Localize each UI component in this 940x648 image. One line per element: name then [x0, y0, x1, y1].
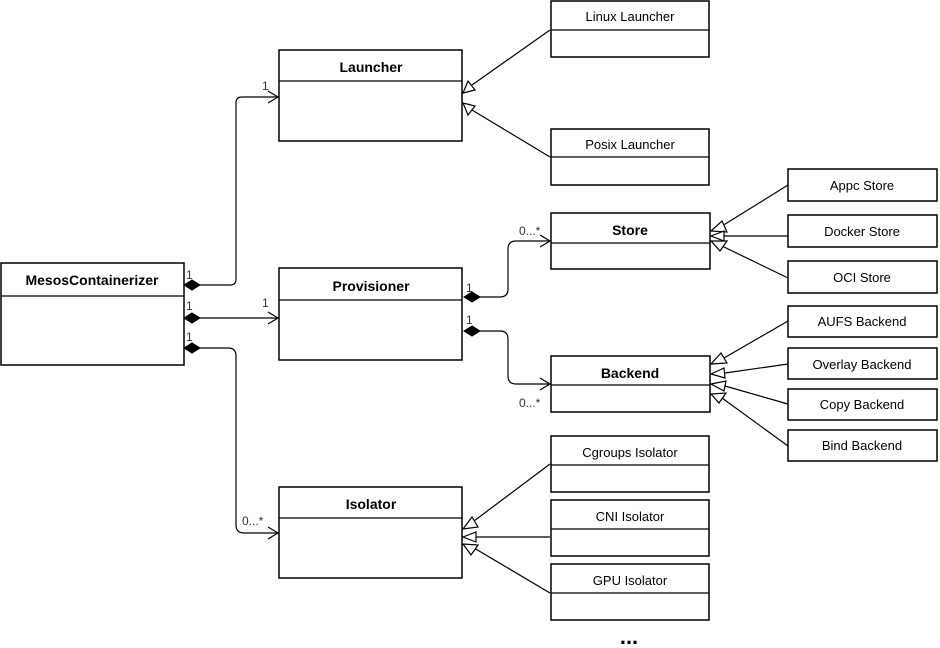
inheritance-arrow: [709, 392, 728, 404]
class-name: Launcher: [339, 59, 403, 75]
class-backend[interactable]: Backend: [550, 355, 711, 413]
inheritance-arrow: [709, 351, 729, 365]
class-oci-store[interactable]: OCI Store: [787, 260, 938, 294]
class-name: Appc Store: [830, 178, 894, 193]
multiplicity-label: 1: [186, 299, 193, 313]
class-docker-store[interactable]: Docker Store: [787, 214, 938, 248]
generalization-posix-launcher: [471, 109, 551, 158]
more-indicator: ...: [620, 624, 638, 648]
class-name: CNI Isolator: [596, 509, 665, 524]
generalization-aufs-backend: [723, 320, 789, 359]
multiplicity-label: 0...*: [519, 224, 541, 238]
inheritance-arrow: [461, 531, 477, 543]
generalization-appc-store: [721, 184, 789, 227]
inheritance-arrow: [461, 79, 477, 94]
multiplicity-label: 0...*: [519, 396, 541, 410]
class-overlay-backend[interactable]: Overlay Backend: [787, 347, 938, 380]
class-name: Store: [612, 222, 648, 238]
inheritance-arrow: [709, 230, 725, 242]
class-mesos-containerizer[interactable]: MesosContainerizer: [0, 262, 185, 366]
inheritance-arrow: [709, 240, 729, 252]
class-cni-isolator[interactable]: CNI Isolator: [550, 499, 710, 557]
class-store[interactable]: Store: [550, 212, 711, 270]
class-name: Provisioner: [332, 278, 410, 294]
generalization-linux-launcher: [471, 29, 551, 86]
class-name: Overlay Backend: [813, 357, 912, 372]
edge-containerizer-isolator: [183, 342, 280, 540]
class-name: Bind Backend: [822, 438, 902, 453]
multiplicity-label: 0...*: [242, 514, 264, 528]
generalization-oci-store: [721, 245, 789, 279]
class-name: Cgroups Isolator: [582, 445, 678, 460]
class-linux-launcher[interactable]: Linux Launcher: [550, 0, 710, 58]
inheritance-arrow: [461, 543, 480, 557]
arrowhead: [267, 526, 280, 540]
class-bind-backend[interactable]: Bind Backend: [787, 429, 938, 462]
generalization-cgroups-isolator: [473, 463, 551, 522]
inheritance-arrow: [709, 220, 728, 233]
inheritance-arrow: [709, 367, 726, 379]
class-name: Copy Backend: [820, 397, 905, 412]
composition-diamond: [463, 325, 481, 337]
edge-provisioner-backend: [463, 325, 552, 391]
edge-containerizer-provisioner: [183, 311, 280, 325]
class-name: AUFS Backend: [818, 314, 907, 329]
multiplicity-label: 1: [262, 296, 269, 310]
multiplicity-label: 1: [466, 281, 473, 295]
class-name: GPU Isolator: [593, 573, 668, 588]
class-cgroups-isolator[interactable]: Cgroups Isolator: [550, 435, 710, 493]
composition-diamond: [183, 279, 201, 291]
class-launcher[interactable]: Launcher: [278, 49, 463, 142]
class-posix-launcher[interactable]: Posix Launcher: [550, 128, 710, 186]
arrowhead: [267, 90, 280, 104]
generalization-overlay-backend: [724, 363, 789, 374]
composition-diamond: [463, 291, 481, 303]
generalization-copy-backend: [724, 385, 789, 405]
multiplicity-label: 1: [262, 79, 269, 93]
class-name: Linux Launcher: [586, 9, 676, 24]
inheritance-arrow: [461, 102, 477, 117]
arrowhead: [267, 311, 280, 325]
arrowhead: [539, 234, 552, 248]
inheritance-arrow: [461, 515, 479, 530]
multiplicity-label: 1: [186, 268, 193, 282]
class-name: OCI Store: [833, 270, 891, 285]
class-aufs-backend[interactable]: AUFS Backend: [787, 305, 938, 338]
class-name: Docker Store: [824, 224, 900, 239]
arrowhead: [539, 377, 552, 391]
multiplicity-label: 1: [466, 313, 473, 327]
class-name: Posix Launcher: [585, 137, 675, 152]
inheritance-arrow: [709, 380, 727, 392]
class-gpu-isolator[interactable]: GPU Isolator: [550, 563, 710, 621]
class-copy-backend[interactable]: Copy Backend: [787, 388, 938, 421]
multiplicity-label: 1: [186, 330, 193, 344]
class-name: Isolator: [346, 496, 397, 512]
class-name: Backend: [601, 365, 659, 381]
class-provisioner[interactable]: Provisioner: [278, 267, 463, 361]
edge-containerizer-launcher: [183, 90, 280, 291]
class-name: MesosContainerizer: [25, 272, 159, 288]
composition-diamond: [183, 342, 201, 354]
class-appc-store[interactable]: Appc Store: [787, 168, 938, 202]
generalization-bind-backend: [721, 397, 789, 447]
edge-provisioner-store: [463, 234, 552, 303]
class-isolator[interactable]: Isolator: [278, 486, 463, 579]
composition-diamond: [183, 312, 201, 324]
generalization-gpu-isolator: [473, 547, 551, 594]
